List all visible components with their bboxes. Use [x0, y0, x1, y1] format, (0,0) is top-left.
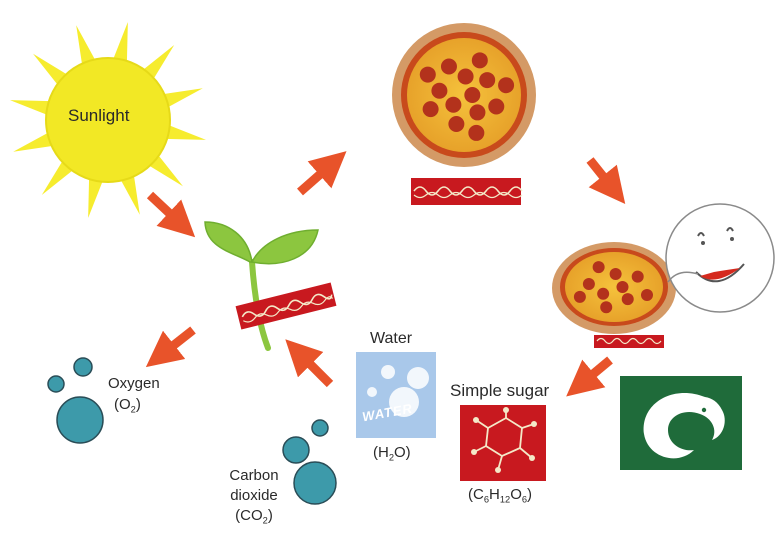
pepperoni-slice	[621, 293, 634, 306]
sugar-formula-subscript: 12	[499, 494, 511, 505]
small-pizza-icon	[552, 242, 676, 348]
pepperoni-slice	[573, 290, 586, 303]
sun-ray	[9, 100, 52, 116]
sun-ray	[13, 132, 54, 152]
arrow-eater-to-sugar	[566, 356, 613, 397]
smiley-face-icon	[665, 203, 775, 313]
arrow-plant-to-oxygen	[145, 326, 196, 368]
pepperoni-slice	[582, 278, 595, 291]
pizza-icon	[392, 23, 536, 205]
carbon-dioxide-line1: Carbon	[229, 467, 279, 484]
pepperoni-slice	[431, 82, 448, 99]
pepperoni-slice	[641, 289, 654, 302]
sugar-formula-subscript: 6	[483, 494, 489, 505]
carbon-dioxide-label: Carbon dioxide (CO2)	[214, 466, 294, 526]
oxygen-label: Oxygen	[108, 375, 160, 392]
sun-ray	[112, 21, 128, 64]
pepperoni-slice	[488, 98, 505, 115]
decomposer-tile-icon	[620, 376, 742, 470]
sun-ray	[164, 124, 207, 140]
sun-ray	[76, 25, 96, 66]
pepperoni-slice	[631, 270, 644, 283]
carbon-dioxide-formula-sub: 2	[262, 515, 268, 526]
water-formula-sub: 2	[388, 452, 394, 463]
arrow-pizza-to-eater	[586, 157, 626, 205]
pepperoni-slice	[419, 66, 436, 83]
water-formula-post: O)	[394, 444, 411, 461]
sun-ray	[162, 88, 203, 108]
pepperoni-slice	[616, 281, 629, 293]
pepperoni-slice	[600, 301, 613, 314]
sugar-formula-subscript: 6	[521, 494, 528, 505]
carbon-dioxide-line2: dioxide	[230, 487, 278, 504]
water-formula: (H2O)	[373, 444, 411, 463]
sunlight-label: Sunlight	[68, 106, 130, 125]
sun-ray	[88, 176, 104, 219]
sugar-formula-part: )	[527, 486, 533, 503]
arrow-sun-to-plant	[146, 191, 196, 238]
water-formula-pre: (H	[373, 444, 389, 461]
pepperoni-slice	[445, 96, 462, 113]
simple-sugar-formula: (C6H12O6)	[468, 486, 533, 505]
carbon-dioxide-molecule-icon	[282, 419, 337, 505]
pepperoni-slice	[464, 87, 481, 103]
water-tile-icon	[356, 352, 436, 438]
sugar-formula-part: (C	[468, 486, 484, 503]
pepperoni-slice	[592, 261, 605, 274]
pepperoni-slice	[469, 104, 486, 121]
pepperoni-slice	[440, 58, 457, 75]
carbon-dioxide-formula: (CO2)	[214, 506, 294, 526]
arrow-plant-to-pizza	[297, 151, 347, 196]
oxygen-formula-pre: (O	[114, 396, 131, 413]
oxygen-formula-sub: 2	[130, 404, 136, 415]
oxygen-formula-post: )	[135, 396, 141, 413]
simple-sugar-label: Simple sugar	[450, 381, 550, 400]
pepperoni-slice	[479, 72, 496, 89]
simple-sugar-tile-icon	[460, 405, 546, 481]
arrow-water-to-plant	[285, 339, 334, 388]
pepperoni-slice	[498, 77, 515, 94]
pepperoni-slice	[597, 287, 610, 300]
sun-ray	[147, 154, 183, 187]
pepperoni-slice	[471, 52, 488, 69]
oxygen-molecule-icon	[47, 357, 104, 444]
pepperoni-slice	[448, 115, 465, 132]
carbon-dioxide-formula-pre: (CO	[235, 507, 263, 524]
oxygen-formula: (O2)	[114, 396, 141, 415]
carbon-dioxide-formula-post: )	[267, 507, 273, 524]
sugar-formula-part: O	[510, 486, 522, 503]
plant-icon	[204, 221, 337, 351]
pepperoni-slice	[422, 101, 439, 118]
sugar-formula-part: H	[489, 486, 500, 503]
sun-ray	[120, 174, 140, 215]
water-label: Water	[370, 330, 413, 347]
sun-ray	[142, 45, 175, 81]
pepperoni-slice	[468, 124, 485, 141]
sun-ray	[41, 159, 74, 195]
sun-icon	[9, 21, 207, 219]
sun-ray	[33, 53, 69, 86]
pepperoni-slice	[457, 68, 474, 85]
pepperoni-slice	[609, 268, 622, 281]
